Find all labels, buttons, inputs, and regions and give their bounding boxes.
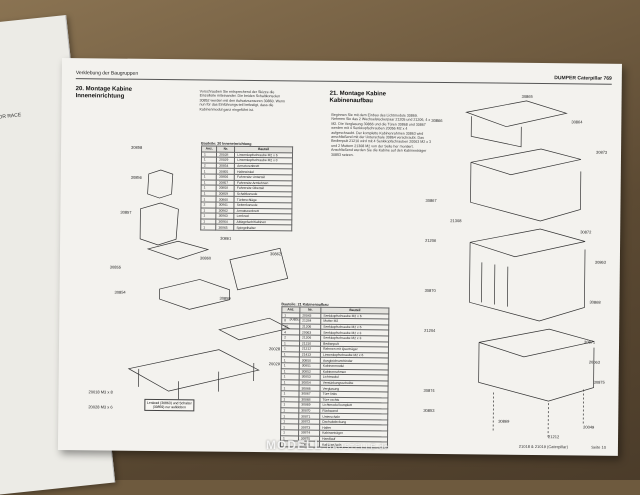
- part-callout: 30874: [424, 388, 436, 393]
- cab-upper-shape: [470, 148, 582, 222]
- part-callout: 21308: [450, 218, 462, 223]
- part-callout: 30864: [571, 119, 583, 124]
- section21-number: 21.: [329, 90, 339, 97]
- part-callout: 20063: [589, 360, 601, 365]
- door-grill-shape: [481, 262, 509, 307]
- watermark-main: MODELL: [266, 438, 323, 452]
- part-callout: 30860: [200, 255, 212, 260]
- section21-title: 21. Montage Kabine Kabinenaufbau: [330, 91, 420, 106]
- section20-heading: Montage Kabine Inneneinrichtung: [75, 86, 133, 100]
- part-callout: 20028: [269, 346, 281, 351]
- section21-drawing: 30865 30864 30866 30873 30867 21308 21206 30872…: [423, 94, 608, 439]
- part-callout: 30853: [289, 316, 301, 321]
- page-number: Seite 10: [591, 444, 606, 450]
- side-panel-shape: [229, 247, 289, 291]
- section20-number: 20.: [75, 86, 85, 93]
- section21-parts-table: Bauteile: 21 Kabinenaufbau Anz. Nr. Baut…: [280, 302, 390, 448]
- cab-roof-shape: [465, 100, 568, 148]
- part-callout: 21204: [424, 328, 436, 333]
- left-page-text: FOR RACE: [0, 112, 22, 121]
- footer-code: 21018 & 21019 (Caterpillar): [518, 443, 568, 450]
- part-callout: 20029: [269, 361, 281, 366]
- seat-shape: [139, 202, 179, 246]
- part-callout: 30870: [425, 288, 437, 293]
- section20-drawing: 30856 30858 30857 30860 30861 30855 30854 30862…: [88, 145, 301, 410]
- header-left: Verklebung der Baugruppen: [75, 70, 139, 77]
- part-callout: 21212: [548, 434, 560, 439]
- part-callout: 30873: [596, 150, 608, 155]
- page-header: Verklebung der Baugruppen DUMPER Caterpi…: [75, 70, 612, 85]
- part-callout: 30855: [110, 265, 122, 270]
- part-callout: 30872: [580, 229, 592, 234]
- cab-body-shape: [469, 228, 586, 322]
- part-callout: 30859: [219, 296, 231, 301]
- part-callout: 30871: [584, 339, 596, 344]
- part-callout: 30866: [431, 118, 443, 123]
- part-callout: 30869: [498, 419, 510, 424]
- part-callout: 30857: [120, 210, 132, 215]
- part-callout: 30854: [115, 290, 127, 295]
- part-callout: 20049: [583, 424, 595, 429]
- assembly-note: Lenkrad (30863) und Schalter (30859) nur…: [144, 398, 195, 412]
- part-callout: 20018 M3 x 8: [88, 389, 113, 394]
- part-callout: 20028 M3 x 6: [88, 404, 113, 409]
- part-callout: 30863: [595, 260, 607, 265]
- part-callout: 30865: [522, 94, 534, 99]
- watermark-sub: BAUSTELLE.de: [326, 444, 389, 451]
- part-callout: 30862: [270, 251, 282, 256]
- cab-base-shape: [478, 328, 595, 402]
- section21-heading: Montage Kabine Kabinenaufbau: [329, 90, 387, 105]
- part-callout: 30867: [426, 198, 438, 203]
- part-callout: 30858: [131, 145, 143, 150]
- seat-back-shape: [147, 169, 174, 199]
- part-callout: 30861: [220, 236, 232, 241]
- dashboard-shape: [159, 279, 230, 310]
- base-frame-shape: [127, 349, 260, 392]
- floor-plate-shape: [218, 317, 291, 341]
- watermark: MODELL BAUSTELLE.de: [266, 438, 389, 452]
- header-right: DUMPER Caterpillar 769: [554, 75, 612, 82]
- part-callout: 30875: [594, 380, 606, 385]
- section20-text: Vorschrauben Sie entsprechend der Skizze…: [199, 89, 286, 112]
- part-callout: 30868: [589, 300, 601, 305]
- part-callout: 30853: [423, 408, 435, 413]
- manual-page: Verklebung der Baugruppen DUMPER Caterpi…: [57, 58, 622, 456]
- console-shape: [146, 240, 210, 260]
- part-callout: 30856: [131, 175, 143, 180]
- section20-title: 20. Montage Kabine Inneneinrichtung: [76, 86, 156, 101]
- part-callout: 21206: [425, 238, 437, 243]
- section21-text: Beginnen Sie mit dem Einbau des Lichtmod…: [330, 112, 432, 157]
